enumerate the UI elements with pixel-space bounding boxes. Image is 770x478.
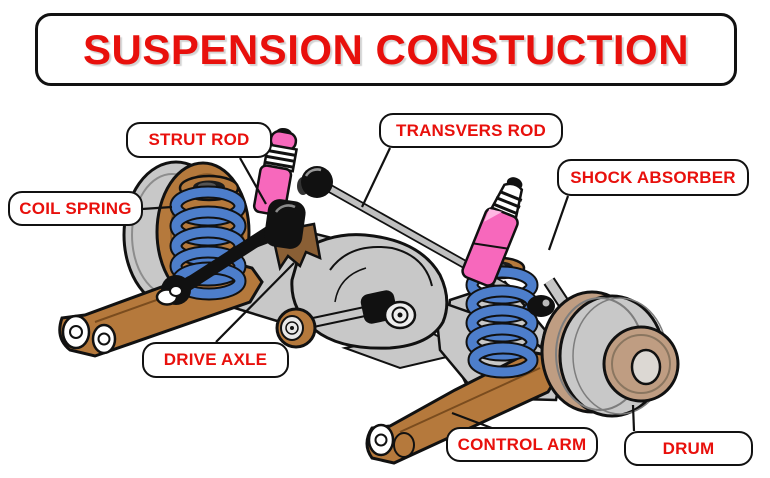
label-shock-absorber: SHOCK ABSORBER	[557, 159, 749, 196]
label-control-arm: CONTROL ARM	[446, 427, 598, 462]
label-drive-axle: DRIVE AXLE	[142, 342, 289, 378]
label-transvers-rod: TRANSVERS ROD	[379, 113, 563, 148]
strut-rod-shape	[155, 199, 322, 306]
title-box: SUSPENSION CONSTUCTION	[35, 13, 737, 86]
leader-lines	[141, 147, 636, 432]
shock-absorber-shape	[461, 177, 582, 326]
drum-shape	[540, 290, 680, 418]
label-drum: DRUM	[624, 431, 753, 466]
differential-drive-axle	[275, 233, 449, 350]
label-strut-rod: STRUT ROD	[126, 122, 272, 158]
label-coil-spring: COIL SPRING	[8, 191, 143, 226]
coil-spring-shape	[169, 174, 247, 301]
page-title: SUSPENSION CONSTUCTION	[82, 25, 690, 73]
